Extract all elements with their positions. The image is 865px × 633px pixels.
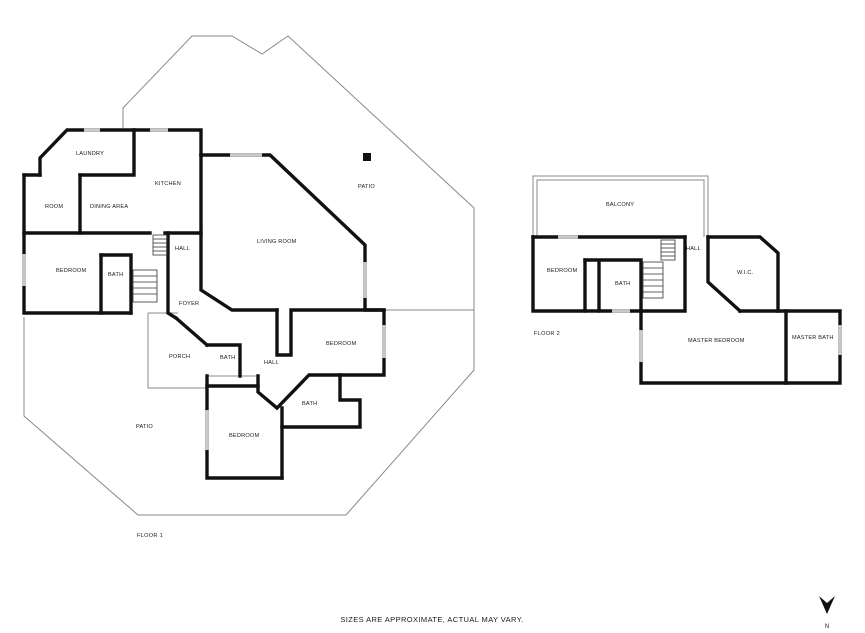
patio-outline xyxy=(23,35,475,516)
patio-post xyxy=(363,153,371,161)
wall-kitchen-east xyxy=(163,153,203,235)
wall-bath-mid xyxy=(205,343,242,378)
living-room-label: LIVING ROOM xyxy=(257,239,297,245)
wall-foyer-diag xyxy=(173,315,210,348)
f2-bath-label: BATH xyxy=(615,281,630,287)
wall-f2-master xyxy=(639,309,842,385)
wall-bedroom-right xyxy=(275,308,386,429)
kitchen-label: KITCHEN xyxy=(155,181,181,187)
f2-hall-label: HALL xyxy=(686,246,701,252)
wic-label: W.I.C. xyxy=(737,270,754,276)
foyer-label: FOYER xyxy=(179,301,199,307)
balcony-label: BALCONY xyxy=(606,202,634,208)
porch-label: PORCH xyxy=(169,354,190,360)
wall-west xyxy=(22,173,133,315)
floor-1-label: FLOOR 1 xyxy=(137,533,163,539)
bath-left-label: BATH xyxy=(108,272,123,278)
master-bath-label: MASTER BATH xyxy=(792,335,834,341)
north-letter: N xyxy=(825,624,829,630)
wall-living-west xyxy=(199,231,279,312)
wall-f2-wic xyxy=(706,235,780,313)
disclaimer-text: SIZES ARE APPROXIMATE, ACTUAL MAY VARY. xyxy=(340,615,523,624)
wall-living-top xyxy=(199,153,386,312)
wall-laundry-kitchen xyxy=(78,128,136,177)
master-bedroom-label: MASTER BEDROOM xyxy=(688,338,745,344)
balcony-outline xyxy=(532,175,709,237)
wall-north xyxy=(38,128,203,177)
wall-f2-hall xyxy=(639,235,687,313)
patio-bottom-label: PATIO xyxy=(136,424,153,430)
floor-2-label: FLOOR 2 xyxy=(534,331,560,337)
wall-f2-hall-east xyxy=(706,235,743,314)
windows-floor-2 xyxy=(558,235,842,362)
wall-bedroom-bottom xyxy=(205,374,284,480)
bedroom-bottom-label: BEDROOM xyxy=(229,433,259,439)
wall-bath-left xyxy=(99,253,133,315)
floor-1-plan: LAUNDRY KITCHEN ROOM DINING AREA LIVING … xyxy=(22,35,475,539)
balcony-inner xyxy=(536,179,705,237)
dining-area-label: DINING AREA xyxy=(90,204,128,210)
north-arrow-icon: N xyxy=(819,596,835,630)
floor-2-plan: BALCONY BEDROOM BATH HALL W.I.C. MASTER … xyxy=(531,175,842,385)
bedroom-left-label: BEDROOM xyxy=(56,268,86,274)
stairs-floor-1 xyxy=(132,234,168,303)
bedroom-right-label: BEDROOM xyxy=(326,341,356,347)
patio-top-label: PATIO xyxy=(358,184,375,190)
wall-f2-west xyxy=(531,235,643,313)
hall-mid-label: HALL xyxy=(264,360,279,366)
room-label: ROOM xyxy=(45,204,63,210)
bath-right-label: BATH xyxy=(302,401,317,407)
wall-hall-mid xyxy=(256,373,342,411)
wall-hall-stub xyxy=(166,231,179,321)
f2-bedroom-label: BEDROOM xyxy=(547,268,577,274)
wall-f2-bath-top xyxy=(583,258,643,313)
windows-floor-1 xyxy=(22,128,386,450)
stairs-floor-2 xyxy=(642,239,676,299)
hall-top-label: HALL xyxy=(175,246,190,252)
bath-mid-label: BATH xyxy=(220,355,235,361)
laundry-label: LAUNDRY xyxy=(76,151,104,157)
